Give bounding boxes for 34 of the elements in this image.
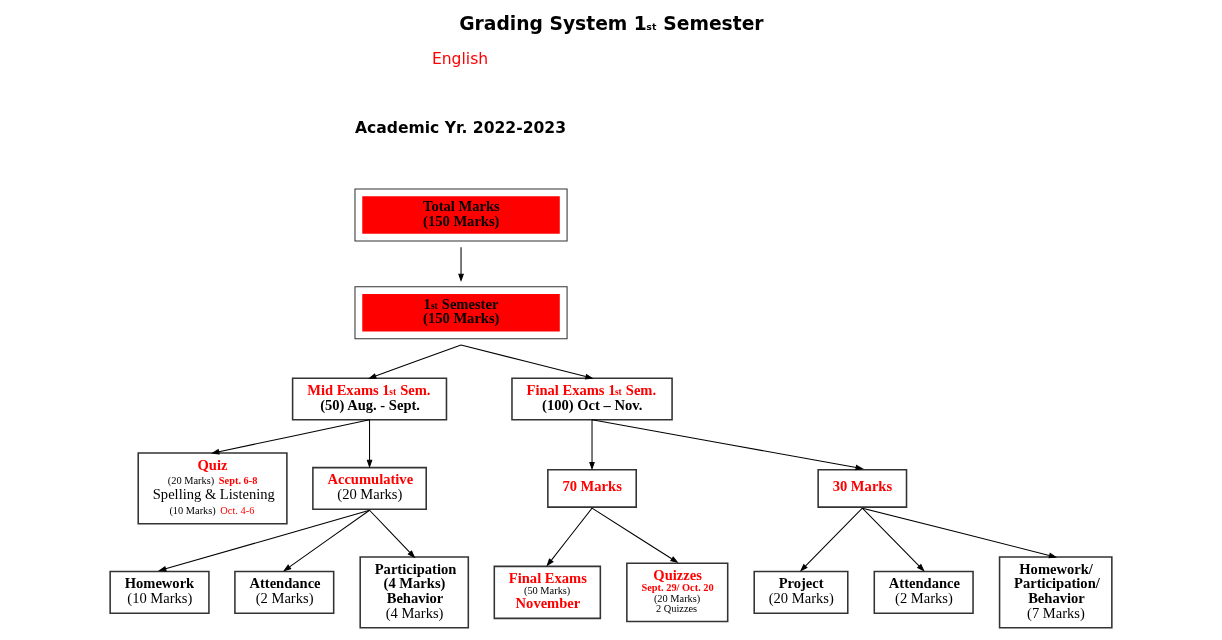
node-box: Participation (4 Marks) Behavior (4 Marks) (359, 556, 470, 629)
node-box: 30 Marks (817, 468, 908, 508)
arrow (211, 419, 371, 455)
label: Academic Yr. 2022-2023 (354, 119, 567, 138)
arrow (589, 419, 595, 471)
arrow (283, 509, 371, 572)
node-box: Homework (10 Marks) (109, 570, 210, 614)
node-box: Final Exams 1st Sem. (100) Oct – Nov. (511, 377, 673, 421)
node-box: Accumulative (20 Marks) (312, 466, 427, 510)
node-box: Final Exams (50 Marks) November (493, 565, 602, 620)
node-box: Total Marks (150 Marks) (354, 188, 568, 242)
node-box: Project (20 Marks) (753, 570, 849, 614)
arrow (861, 507, 925, 572)
node-box: Quiz (20 Marks) Sept. 6-8 Spelling & Listening (10 Marks) Oct. 4-6 (137, 452, 288, 525)
arrow (546, 507, 593, 567)
node-box: Attendance (2 Marks) (873, 570, 974, 614)
node-box: Mid Exams 1st Sem. (50) Aug. - Sept. (291, 377, 448, 421)
arrow (369, 509, 416, 559)
node-box: 1st Semester (150 Marks) (354, 286, 568, 340)
node-box: 70 Marks (547, 468, 637, 508)
node-box: Quizzes Sept. 29/ Oct. 20 (20 Marks) 2 Quizzes (626, 562, 729, 623)
diagram-title: Grading System 1st Semester (459, 13, 764, 35)
arrow (861, 507, 1058, 559)
arrow (799, 507, 863, 572)
node-box: Attendance (2 Marks) (234, 570, 335, 614)
label: English (431, 49, 489, 68)
arrow (458, 246, 464, 283)
arrow (366, 419, 373, 469)
arrow (368, 344, 462, 379)
arrow (158, 509, 371, 572)
arrow (591, 419, 864, 471)
arrow (591, 507, 679, 564)
node-box: Homework/ Participation/ Behavior (7 Marks) (998, 556, 1113, 629)
arrow (460, 344, 594, 380)
